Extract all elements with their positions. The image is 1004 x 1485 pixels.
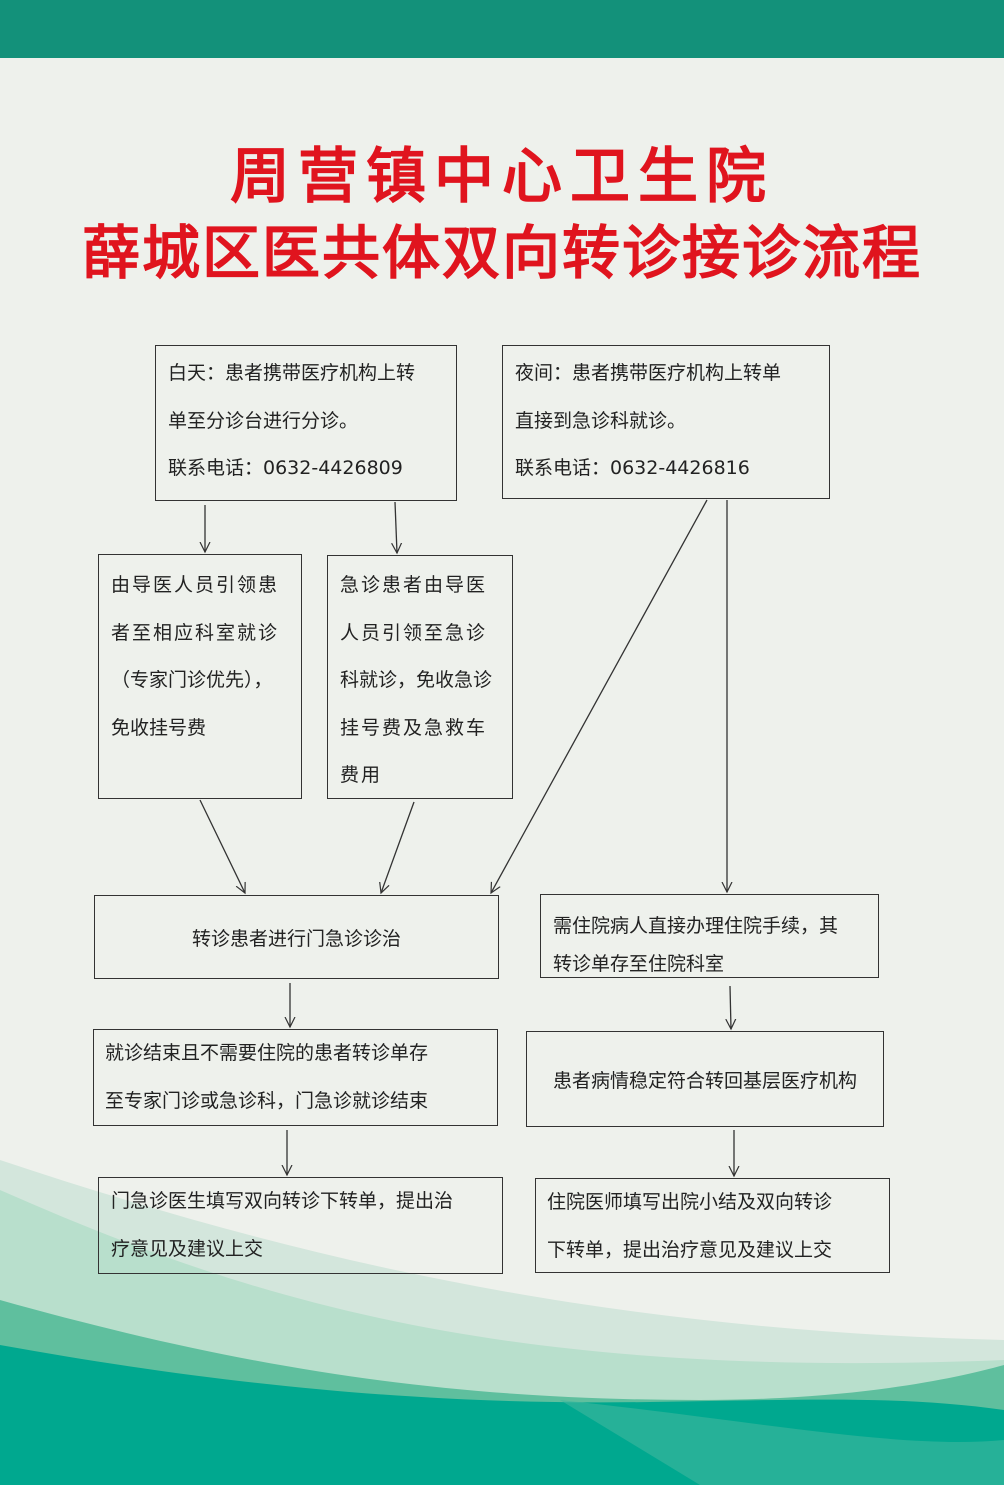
arrow — [491, 499, 708, 893]
box-text: 直接到急诊科就诊。 — [515, 409, 687, 432]
top-bar — [0, 0, 1004, 58]
box-text: 住院医师填写出院小结及双向转诊 — [547, 1191, 833, 1213]
box-text: 挂号费及急救车 — [340, 716, 488, 739]
box-text: 科就诊，免收急诊 — [340, 669, 493, 691]
box-text: （专家门诊优先）， — [111, 669, 273, 691]
outpatient-end-box: 就诊结束且不需要住院的患者转诊单存 至专家门诊或急诊科，门急诊就诊结束 — [93, 1029, 498, 1126]
box-text: 就诊结束且不需要住院的患者转诊单存 — [105, 1042, 429, 1064]
box-text: 转诊单存至住院科室 — [553, 953, 725, 975]
box-text: 疗意见及建议上交 — [111, 1237, 264, 1260]
night-box: 夜间：患者携带医疗机构上转单 直接到急诊科就诊。 联系电话：0632-44268… — [502, 345, 830, 499]
box-text: 人员引领至急诊 — [340, 621, 488, 644]
box-text: 患者病情稳定符合转回基层医疗机构 — [552, 1069, 857, 1092]
box-text: 费用 — [340, 764, 383, 786]
phone-text: 联系电话：0632-4426816 — [515, 457, 750, 479]
inpatient-box: 需住院病人直接办理住院手续，其 转诊单存至住院科室 — [540, 894, 879, 978]
box-text: 转诊患者进行门急诊诊治 — [191, 927, 401, 950]
arrow — [381, 801, 415, 893]
arrow — [395, 501, 397, 553]
box-text: 由导医人员引领患 — [111, 574, 280, 596]
box-text: 急诊患者由导医 — [340, 574, 488, 596]
hospital-title: 周营镇中心卫生院 — [230, 142, 774, 212]
box-text: 门急诊医生填写双向转诊下转单，提出治 — [111, 1190, 454, 1212]
phone-text: 联系电话：0632-4426809 — [168, 457, 403, 479]
box-text: 需住院病人直接办理住院手续，其 — [553, 915, 839, 937]
box-text: 者至相应科室就诊 — [111, 621, 280, 644]
stable-box: 患者病情稳定符合转回基层医疗机构 — [526, 1031, 884, 1127]
box-text: 夜间：患者携带医疗机构上转单 — [515, 362, 782, 384]
arrow — [730, 985, 731, 1029]
process-title: 薛城区医共体双向转诊接诊流程 — [81, 219, 922, 287]
box-text: 至专家门诊或急诊科，门急诊就诊结束 — [105, 1089, 429, 1112]
guide-box: 由导医人员引领患 者至相应科室就诊 （专家门诊优先）， 免收挂号费 — [98, 554, 302, 799]
inpatient-referral-box: 住院医师填写出院小结及双向转诊 下转单，提出治疗意见及建议上交 — [535, 1178, 890, 1273]
box-text: 免收挂号费 — [111, 716, 207, 739]
box-text: 白天：患者携带医疗机构上转 — [168, 362, 416, 384]
outpatient-box: 转诊患者进行门急诊诊治 — [94, 895, 499, 979]
arrow — [199, 799, 245, 893]
box-text: 单至分诊台进行分诊。 — [168, 409, 359, 432]
daytime-box: 白天：患者携带医疗机构上转 单至分诊台进行分诊。 联系电话：0632-44268… — [155, 345, 457, 501]
box-text: 下转单，提出治疗意见及建议上交 — [547, 1238, 833, 1261]
outpatient-referral-box: 门急诊医生填写双向转诊下转单，提出治 疗意见及建议上交 — [98, 1177, 503, 1274]
emergency-box: 急诊患者由导医 人员引领至急诊 科就诊，免收急诊 挂号费及急救车 费用 — [327, 555, 513, 799]
